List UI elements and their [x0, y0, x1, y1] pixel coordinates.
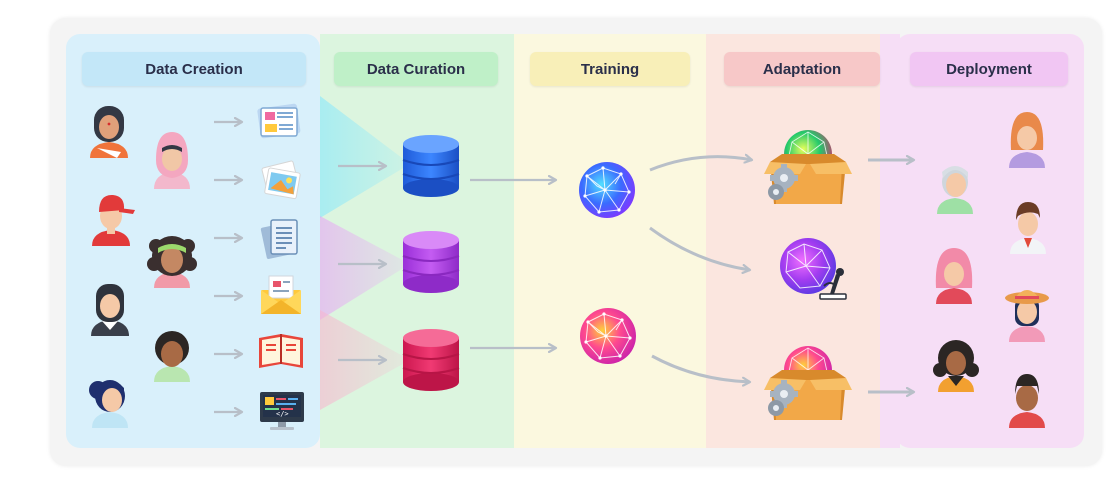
documents: </>: [257, 103, 304, 430]
creation-arrows: [214, 122, 242, 412]
person-icon: [935, 248, 973, 304]
neural-network-icon: [580, 308, 636, 364]
person-icon: [154, 132, 190, 189]
person-icon: [92, 194, 135, 246]
database-icon: [402, 329, 460, 391]
training-arrows: [470, 180, 556, 348]
photos-icon: [261, 160, 301, 200]
stage-label-adaptation: Adaptation: [724, 52, 880, 86]
svg-text:</>: </>: [276, 410, 289, 418]
stage-bg-deployment: [896, 34, 1084, 448]
neural-network-icon: [579, 162, 635, 218]
model-microscope-icon: [780, 238, 847, 300]
curation-arrows: [338, 166, 386, 360]
person-icon: [91, 284, 129, 336]
databases: [402, 135, 460, 391]
adapted-models: [764, 130, 852, 420]
person-icon: [1009, 374, 1045, 428]
deployment-arrows: [868, 160, 914, 392]
model-box-gears-icon: [764, 130, 852, 204]
stage-label-deployment: Deployment: [910, 52, 1068, 86]
person-icon: [1010, 202, 1046, 254]
person-icon: [933, 340, 979, 392]
person-icon: [147, 236, 197, 288]
database-icon: [402, 231, 460, 293]
stage-label-training: Training: [530, 52, 690, 86]
model-box-gears-icon: [764, 346, 852, 420]
fan-purple: [320, 216, 410, 320]
stage-bg-data-creation: [66, 34, 320, 448]
newspaper-icon: [257, 103, 301, 139]
end-users: [933, 112, 1049, 428]
trained-models: [579, 162, 636, 364]
book-icon: [259, 334, 303, 368]
person-icon: [89, 380, 128, 428]
adaptation-arrows: [649, 157, 752, 382]
person-icon: [1009, 112, 1045, 168]
stage-bg-training: [514, 34, 706, 448]
documents-icon: [260, 219, 298, 259]
stage-label-data-creation: Data Creation: [82, 52, 306, 86]
stage-backgrounds: [66, 34, 1084, 448]
data-creators: [89, 106, 197, 428]
database-icon: [402, 135, 460, 197]
person-icon: [1005, 290, 1049, 342]
person-icon: [90, 106, 128, 158]
stage-label-data-curation: Data Curation: [334, 52, 498, 86]
email-icon: [261, 275, 301, 314]
person-icon: [937, 166, 973, 214]
person-icon: [154, 331, 190, 382]
code-monitor-icon: </>: [260, 392, 304, 430]
fan-blue: [320, 96, 410, 218]
